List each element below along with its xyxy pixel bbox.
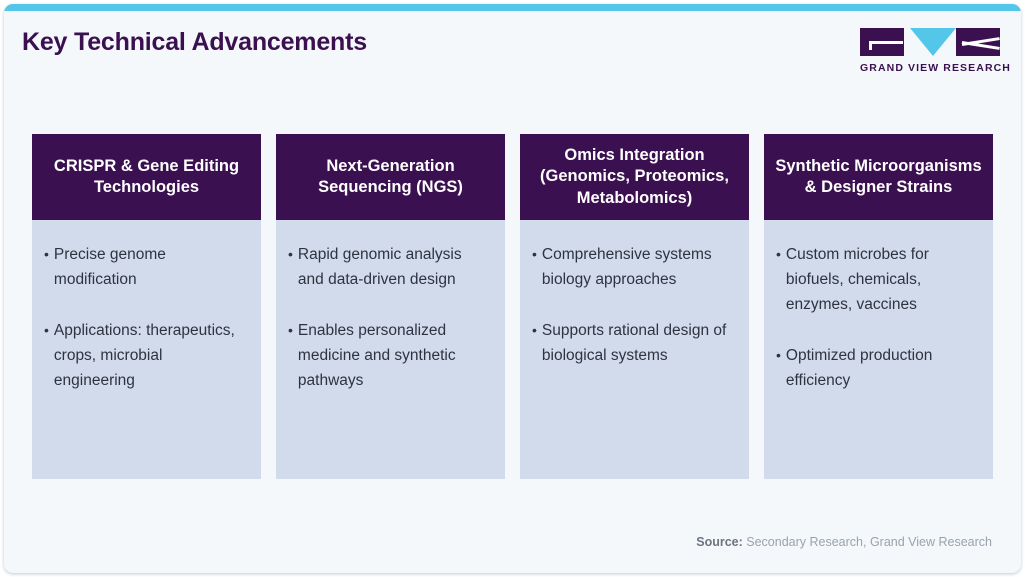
list-item: • Enables personalized medicine and synt… [288,318,491,393]
card-crispr-gene-editing: CRISPR & Gene Editing Technologies • Pre… [32,134,261,479]
bullet-dot-icon: • [288,322,293,339]
card-next-generation-sequencing: Next-Generation Sequencing (NGS) • Rapid… [276,134,505,479]
bullet-text: Custom microbes for biofuels, chemicals,… [785,246,929,314]
bullet-text: Rapid genomic analysis and data-driven d… [297,246,462,289]
logo-r-mark-icon [956,28,1000,56]
list-item: • Supports rational design of biological… [532,318,735,368]
bullet-dot-icon: • [44,322,49,339]
source-note: Source: Secondary Research, Grand View R… [696,535,992,549]
logo-g-bar-vertical [869,41,872,50]
list-item: • Precise genome modification [44,242,247,292]
card-title: Next-Generation Sequencing (NGS) [276,134,505,220]
card-title: Synthetic Microorganisms & Designer Stra… [764,134,993,220]
list-item: • Optimized production efficiency [776,343,979,393]
bullet-text: Optimized production efficiency [785,347,933,390]
bullet-text: Enables personalized medicine and synthe… [297,322,456,390]
list-item: • Rapid genomic analysis and data-driven… [288,242,491,292]
list-item: • Custom microbes for biofuels, chemical… [776,242,979,317]
list-item: • Applications: therapeutics, crops, mic… [44,318,247,393]
card-bullet-list: • Rapid genomic analysis and data-driven… [276,220,505,479]
grand-view-research-logo: GRAND VIEW RESEARCH [860,28,1011,77]
card-bullet-list: • Custom microbes for biofuels, chemical… [764,220,993,479]
bullet-text: Applications: therapeutics, crops, micro… [53,322,235,390]
logo-marks [860,28,1000,56]
page-title: Key Technical Advancements [22,28,367,56]
advancement-cards: CRISPR & Gene Editing Technologies • Pre… [32,134,993,479]
bullet-text: Precise genome modification [53,246,166,289]
bullet-dot-icon: • [44,246,49,262]
card-bullet-list: • Comprehensive systems biology approach… [520,220,749,479]
top-accent-bar [4,4,1021,11]
logo-wordmark: GRAND VIEW RESEARCH [860,62,1011,74]
bullet-dot-icon: • [532,246,537,262]
logo-g-bar-horizontal [869,41,903,44]
source-label: Source: [696,535,743,549]
card-omics-integration: Omics Integration (Genomics, Proteomics,… [520,134,749,479]
bullet-dot-icon: • [776,347,781,364]
bullet-dot-icon: • [776,246,781,262]
list-item: • Comprehensive systems biology approach… [532,242,735,292]
slide-canvas: Key Technical Advancements GRAND VIEW RE… [4,4,1021,573]
logo-v-triangle-icon [910,28,956,56]
source-text: Secondary Research, Grand View Research [742,535,992,549]
card-bullet-list: • Precise genome modification • Applicat… [32,220,261,479]
card-title: CRISPR & Gene Editing Technologies [32,134,261,220]
bullet-text: Supports rational design of biological s… [541,322,727,365]
bullet-dot-icon: • [532,322,537,339]
card-title: Omics Integration (Genomics, Proteomics,… [520,134,749,220]
bullet-dot-icon: • [288,246,293,262]
card-synthetic-microorganisms: Synthetic Microorganisms & Designer Stra… [764,134,993,479]
bullet-text: Comprehensive systems biology approaches [541,246,712,289]
logo-g-mark-icon [860,28,904,56]
